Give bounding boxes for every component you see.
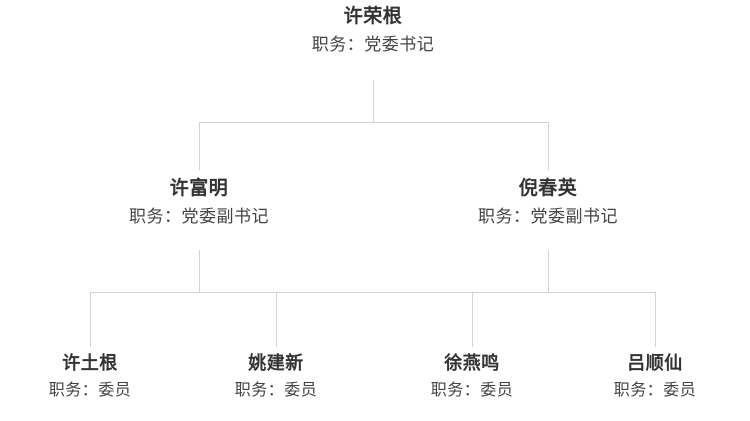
org-node-level2-1[interactable]: 倪春英 职务：党委副书记	[478, 176, 618, 230]
org-node-root[interactable]: 许荣根 职务：党委书记	[312, 4, 435, 58]
node-name: 姚建新	[248, 353, 304, 373]
connector-level3-bus	[90, 292, 656, 293]
node-name: 许荣根	[343, 6, 403, 27]
connector-level2-drop-right	[548, 122, 549, 170]
connector-level2-drop-left	[199, 122, 200, 170]
connector-level3-drop-3	[655, 292, 656, 347]
org-node-level2-0[interactable]: 许富明 职务：党委副书记	[129, 176, 269, 230]
connector-level3-drop-0	[90, 292, 91, 347]
node-title: 职务：委员	[234, 382, 318, 399]
org-node-level3-1[interactable]: 姚建新 职务：委员	[235, 350, 318, 404]
node-name: 徐燕鸣	[444, 353, 500, 373]
node-title: 职务：委员	[430, 382, 514, 399]
node-name: 倪春英	[518, 178, 578, 199]
connector-level3-stem-left	[199, 250, 200, 293]
node-title: 职务：委员	[613, 382, 697, 399]
connector-level3-drop-1	[276, 292, 277, 347]
org-node-level3-0[interactable]: 许土根 职务：委员	[49, 350, 132, 404]
connector-level3-stem-right	[548, 250, 549, 293]
org-node-level3-2[interactable]: 徐燕鸣 职务：委员	[431, 350, 514, 404]
org-node-level3-3[interactable]: 吕顺仙 职务：委员	[614, 350, 697, 404]
node-name: 许富明	[169, 178, 229, 199]
node-name: 吕顺仙	[627, 353, 683, 373]
connector-level2-bus	[199, 122, 549, 123]
node-title: 职务：党委副书记	[478, 207, 618, 226]
node-title: 职务：委员	[48, 382, 132, 399]
node-name: 许土根	[62, 353, 118, 373]
node-title: 职务：党委副书记	[129, 207, 269, 226]
node-title: 职务：党委书记	[311, 35, 435, 54]
connector-level3-drop-2	[472, 292, 473, 347]
connector-root-stem	[373, 80, 374, 123]
